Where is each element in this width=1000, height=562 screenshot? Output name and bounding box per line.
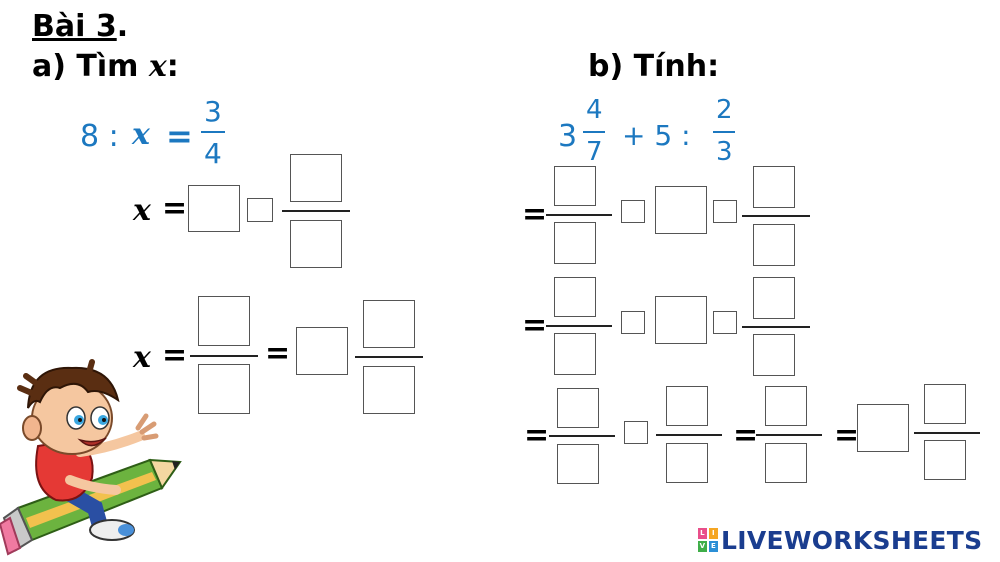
denominator-box[interactable] [198, 364, 250, 414]
operator-box[interactable] [713, 311, 737, 334]
liveworksheets-logo: L I V E LIVEWORKSHEETS [698, 528, 982, 553]
operator-box[interactable] [621, 200, 645, 223]
numerator-box[interactable] [554, 166, 596, 206]
fraction-bar [190, 355, 258, 357]
fraction-bar [282, 210, 350, 212]
part-a-problem: 8 : x = 3 4 [80, 95, 240, 170]
equals-sign: = [162, 191, 188, 226]
fraction-bar [355, 356, 423, 358]
fraction2-bar [713, 131, 735, 133]
logo-tile: E [709, 541, 718, 552]
denominator-box[interactable] [753, 224, 795, 266]
numerator-box[interactable] [924, 384, 966, 424]
numerator-box[interactable] [554, 277, 596, 317]
logo-tile: V [698, 541, 707, 552]
denominator-box[interactable] [666, 443, 708, 483]
numerator-box[interactable] [765, 386, 807, 426]
denominator-box[interactable] [753, 334, 795, 376]
numerator-box[interactable] [753, 277, 795, 319]
whole-number-box[interactable] [296, 327, 348, 375]
numerator-box[interactable] [198, 296, 250, 346]
equals-sign: = [522, 197, 548, 232]
operator-box[interactable] [713, 200, 737, 223]
operator-box[interactable] [621, 311, 645, 334]
denominator-box[interactable] [765, 443, 807, 483]
part-b-problem: 3 4 7 + 5 : 2 3 [558, 95, 748, 175]
x-variable: x [133, 193, 151, 228]
liveworksheets-logo-text: LIVEWORKSHEETS [721, 526, 983, 555]
equals-sign: = [733, 418, 759, 453]
logo-tile: L [698, 528, 707, 539]
part-a-heading: a) Tìm x: [32, 49, 179, 84]
fraction-bar [742, 326, 810, 328]
denominator-box[interactable] [290, 220, 342, 268]
whole-number-box[interactable] [655, 186, 707, 234]
exercise-title: Bài 3. [32, 9, 129, 44]
fraction-bar [742, 215, 810, 217]
denominator-box[interactable] [554, 333, 596, 375]
fraction-bar [546, 214, 612, 216]
part-b-heading: b) Tính: [588, 49, 720, 84]
whole-number-box[interactable] [857, 404, 909, 452]
numerator-box[interactable] [557, 388, 599, 428]
fraction-bar [756, 434, 822, 436]
fraction-bar [549, 435, 615, 437]
denominator-box[interactable] [557, 444, 599, 484]
numerator-box[interactable] [363, 300, 415, 348]
fraction-bar [656, 434, 722, 436]
logo-tile: I [709, 528, 718, 539]
equals-sign: = [834, 418, 860, 453]
liveworksheets-logo-icon: L I V E [698, 528, 718, 552]
denominator-box[interactable] [924, 440, 966, 480]
mixed-fraction-bar [583, 131, 605, 133]
numerator-box[interactable] [290, 154, 342, 202]
numerator-box[interactable] [666, 386, 708, 426]
equals-sign: = [265, 336, 291, 371]
fraction-bar [914, 432, 980, 434]
whole-number-box[interactable] [655, 296, 707, 344]
problem-fraction-bar [201, 131, 225, 133]
denominator-box[interactable] [554, 222, 596, 264]
fraction-bar [546, 325, 612, 327]
denominator-box[interactable] [363, 366, 415, 414]
equals-sign: = [524, 418, 550, 453]
boy-pencil-illustration [0, 359, 182, 556]
equals-sign: = [522, 308, 548, 343]
numerator-box[interactable] [753, 166, 795, 208]
exercise-title-text: Bài 3 [32, 9, 117, 44]
answer-box[interactable] [188, 185, 240, 232]
equals-sign: = [162, 338, 188, 373]
x-variable: x [133, 340, 151, 375]
operator-box[interactable] [624, 421, 648, 444]
operator-box[interactable] [247, 198, 273, 222]
